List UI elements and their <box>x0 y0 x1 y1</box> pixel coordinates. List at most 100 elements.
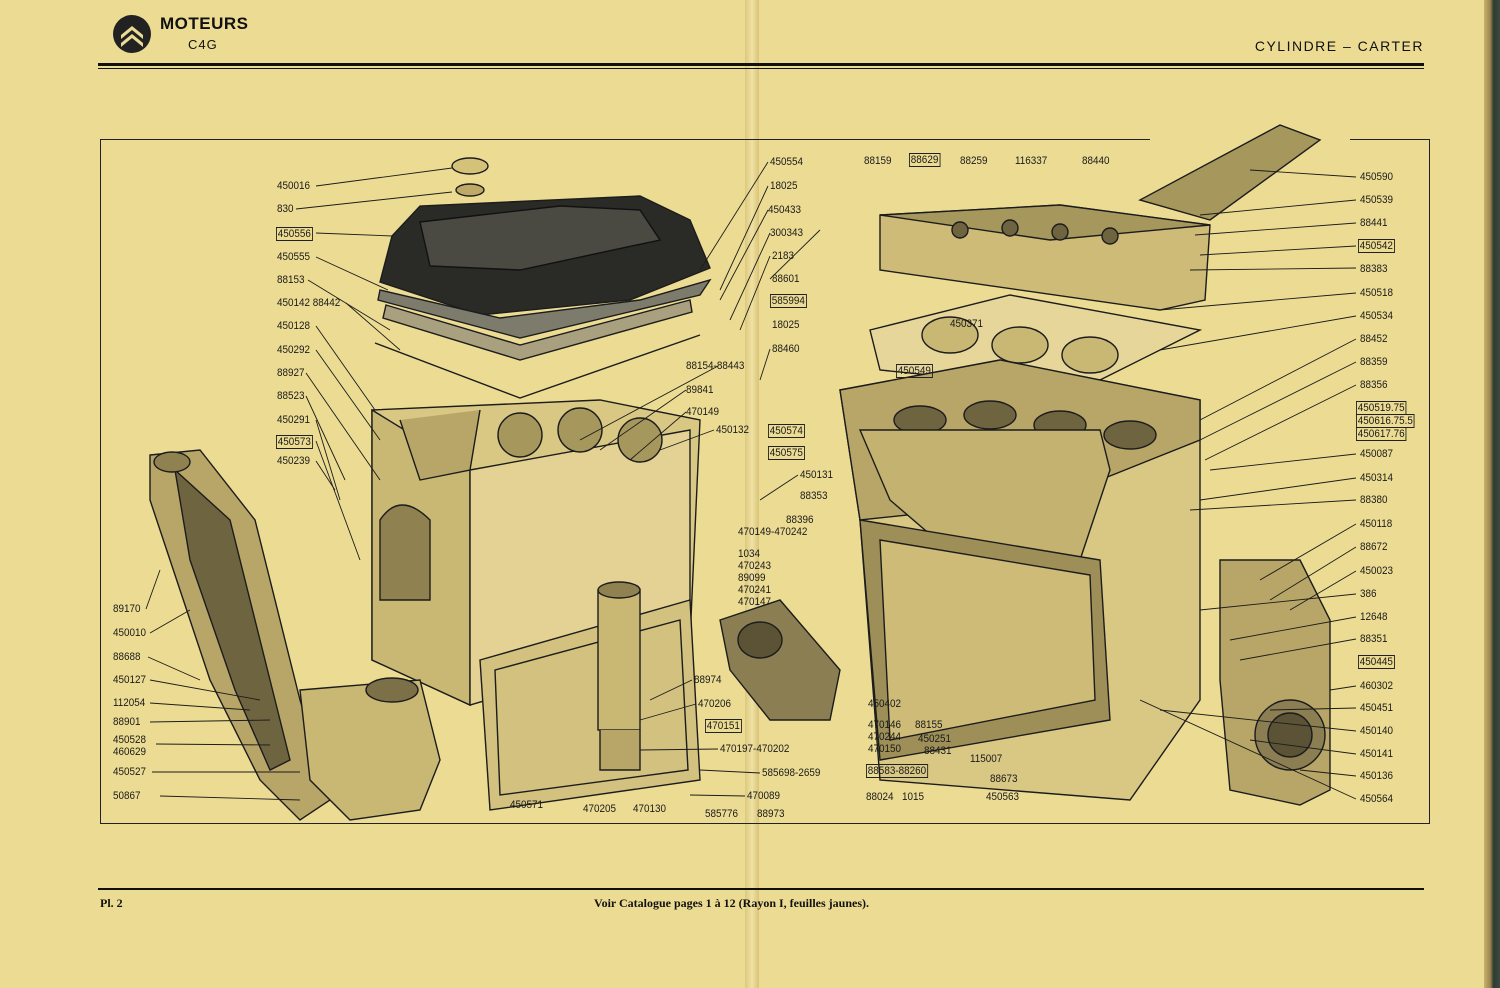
header-title: MOTEURS <box>160 14 249 33</box>
part-label-boxed: 450542 <box>1358 239 1395 253</box>
part-label: 88153 <box>277 274 305 286</box>
part-label: 88155 <box>915 719 943 731</box>
part-label-boxed: 450549 <box>896 364 933 378</box>
part-label: 470150 <box>868 743 902 755</box>
part-label: 2183 <box>772 250 795 262</box>
part-label-boxed: 450575 <box>768 446 805 460</box>
book-edge <box>1484 0 1500 988</box>
part-label: 18025 <box>770 180 798 192</box>
part-label: 450251 <box>918 733 952 745</box>
part-label: 88259 <box>960 155 988 167</box>
part-label: 450527 <box>113 766 147 778</box>
part-label: 450433 <box>768 204 802 216</box>
footer-rule <box>98 888 1424 890</box>
part-label: 112054 <box>113 697 146 709</box>
part-label: 88356 <box>1360 379 1388 391</box>
part-label-boxed: 585994 <box>770 294 807 308</box>
part-label: 88672 <box>1360 541 1388 553</box>
part-label: 470149-470242 <box>738 526 808 538</box>
part-label-boxed: 450556 <box>276 227 313 241</box>
part-label: 450554 <box>770 156 804 168</box>
part-label: 88351 <box>1360 633 1388 645</box>
part-label: 88396 <box>786 514 814 526</box>
part-label-boxed: 470151 <box>705 719 742 733</box>
part-label: 300343 <box>770 227 804 239</box>
part-label: 470241 <box>738 584 772 596</box>
plate-number: Pl. 2 <box>100 896 123 910</box>
water-outlet-elbow <box>1138 124 1322 221</box>
part-label-boxed: 88583-88260 <box>866 764 928 778</box>
part-label: 88431 <box>924 745 952 757</box>
part-label-boxed: 450519.75 <box>1356 401 1407 415</box>
part-label: 470130 <box>633 803 667 815</box>
part-label-boxed: 450617.76 <box>1356 427 1407 441</box>
part-label: 450132 <box>716 424 750 436</box>
part-label: 89170 <box>113 603 141 615</box>
part-label: 450140 <box>1360 725 1394 737</box>
part-label: 585698-2659 <box>762 767 821 779</box>
part-label: 450590 <box>1360 171 1394 183</box>
part-label: 460302 <box>1360 680 1394 692</box>
part-label: 470147 <box>738 596 772 608</box>
part-label: 88154-88443 <box>686 360 745 372</box>
part-label: 460629 <box>113 746 147 758</box>
header-rule-thin <box>98 68 1424 69</box>
part-label: 12648 <box>1360 611 1388 623</box>
part-label: 88673 <box>990 773 1018 785</box>
part-label: 88523 <box>277 390 305 402</box>
citroen-logo-icon <box>113 15 151 53</box>
part-label: 450118 <box>1360 518 1393 530</box>
part-label: 450141 <box>1360 748 1394 760</box>
part-label: 50867 <box>113 790 141 802</box>
part-label: 88359 <box>1360 356 1388 368</box>
part-label: 450292 <box>277 344 311 356</box>
part-label: 18025 <box>772 319 800 331</box>
part-label: 116337 <box>1015 155 1048 167</box>
part-label: 470197-470202 <box>720 743 790 755</box>
part-label: 470146 <box>868 719 902 731</box>
part-label: 470205 <box>583 803 617 815</box>
part-label: 88460 <box>772 343 800 355</box>
part-label: 88440 <box>1082 155 1110 167</box>
part-label: 450010 <box>113 627 147 639</box>
part-label: 88380 <box>1360 494 1388 506</box>
part-label: 450136 <box>1360 770 1394 782</box>
part-label: 450564 <box>1360 793 1394 805</box>
part-label: 450571 <box>510 799 544 811</box>
part-label: 470206 <box>698 698 732 710</box>
part-label: 450314 <box>1360 472 1394 484</box>
part-label-boxed: 450574 <box>768 424 805 438</box>
part-label: 88452 <box>1360 333 1388 345</box>
part-label: 830 <box>277 203 294 215</box>
part-label-boxed: 450616.75.5 <box>1356 414 1415 428</box>
part-label: 88441 <box>1360 217 1388 229</box>
part-label: 88901 <box>113 716 141 728</box>
part-label-boxed: 450573 <box>276 435 313 449</box>
part-label: 585776 <box>705 808 739 820</box>
part-label: 88688 <box>113 651 141 663</box>
part-label: 470243 <box>738 560 772 572</box>
part-label: 450539 <box>1360 194 1394 206</box>
part-label: 88159 <box>864 155 892 167</box>
part-label: 450402 <box>868 698 902 710</box>
catalog-reference: Voir Catalogue pages 1 à 12 (Rayon I, fe… <box>594 896 870 910</box>
part-label: 88601 <box>772 273 800 285</box>
part-label: 88974 <box>694 674 722 686</box>
header-rule <box>98 63 1424 66</box>
part-label: 450563 <box>986 791 1020 803</box>
part-label: 450128 <box>277 320 311 332</box>
part-label: 450371 <box>950 318 984 330</box>
part-label: 88383 <box>1360 263 1388 275</box>
part-label: 450023 <box>1360 565 1394 577</box>
part-label: 89099 <box>738 572 766 584</box>
part-label: 450127 <box>113 674 147 686</box>
part-label-boxed: 88629 <box>909 153 941 167</box>
header-subtitle: C4G <box>188 37 218 52</box>
part-label: 88024 <box>866 791 894 803</box>
part-label: 1015 <box>902 791 925 803</box>
part-label: 450131 <box>800 469 834 481</box>
part-label: 450555 <box>277 251 311 263</box>
part-label: 470149 <box>686 406 720 418</box>
part-label: 470089 <box>747 790 781 802</box>
